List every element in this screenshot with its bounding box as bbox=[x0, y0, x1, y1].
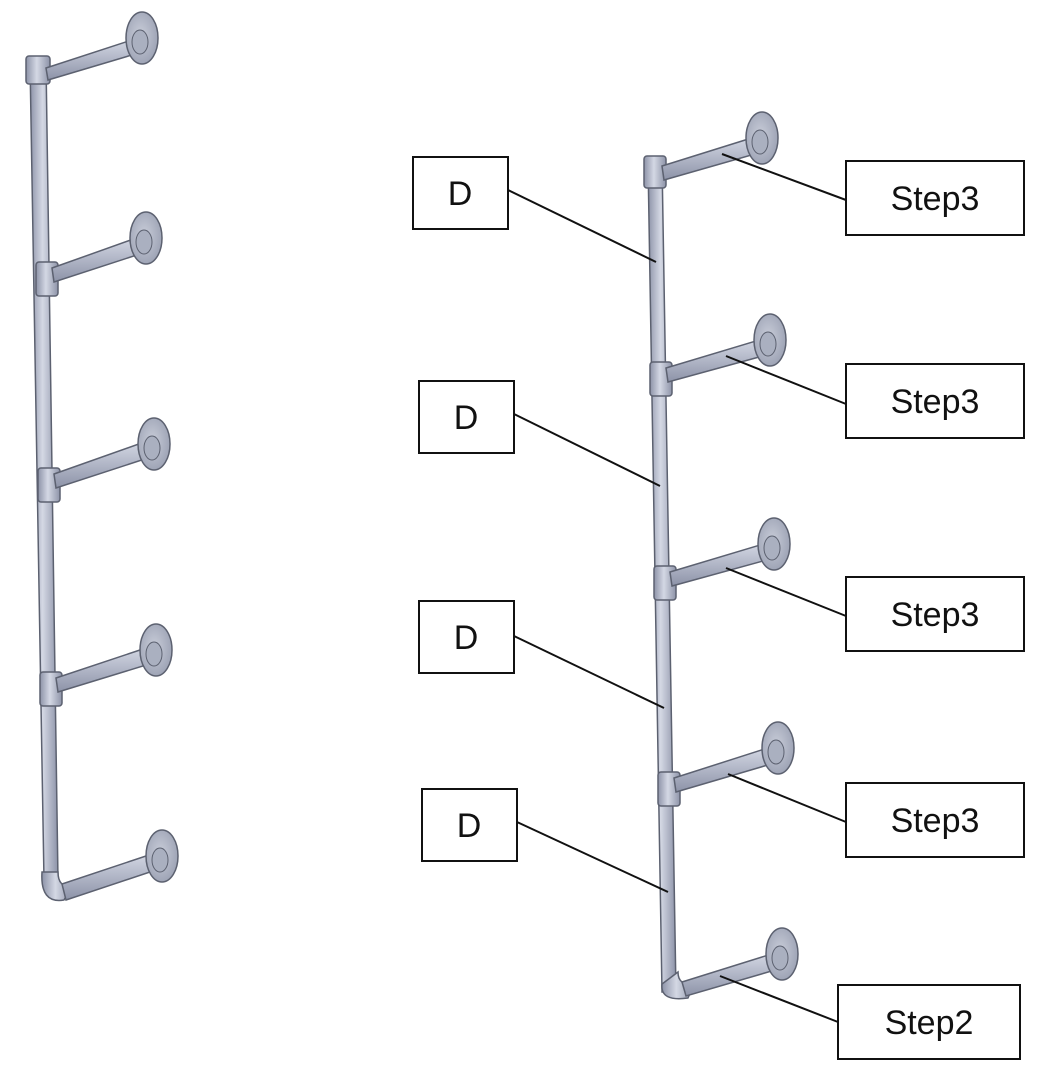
callout-label: Step3 bbox=[891, 383, 980, 421]
callout-label: Step2 bbox=[885, 1004, 974, 1042]
left-arm-1 bbox=[45, 11, 159, 81]
callout-d-1: D bbox=[412, 156, 657, 263]
callout-box bbox=[845, 782, 1025, 858]
callout-step-2: Step3 bbox=[725, 355, 1025, 439]
callout-box bbox=[412, 156, 509, 230]
callout-step-3: Step3 bbox=[725, 567, 1025, 652]
callout-step-5: Step2 bbox=[719, 975, 1021, 1060]
right-arm-3 bbox=[653, 517, 791, 601]
callout-box bbox=[418, 600, 515, 674]
callout-box bbox=[845, 576, 1025, 652]
callout-label: D bbox=[457, 807, 482, 845]
left-arm-3 bbox=[37, 417, 171, 503]
callout-d-4: D bbox=[421, 788, 669, 893]
right-arm-1 bbox=[661, 111, 779, 181]
callout-step-1: Step3 bbox=[721, 153, 1025, 236]
callout-label: D bbox=[454, 619, 479, 657]
callout-label: Step3 bbox=[891, 180, 980, 218]
callout-box bbox=[421, 788, 518, 862]
callout-d-3: D bbox=[418, 600, 665, 709]
left-arm-5 bbox=[41, 829, 179, 902]
right-arm-2 bbox=[649, 313, 787, 397]
callout-step-4: Step3 bbox=[727, 773, 1025, 858]
left-assembly bbox=[25, 11, 179, 902]
right-assembly bbox=[643, 111, 799, 1000]
callout-label: Step3 bbox=[891, 596, 980, 634]
callout-box bbox=[845, 160, 1025, 236]
callout-d-2: D bbox=[418, 380, 661, 487]
callout-box bbox=[845, 363, 1025, 439]
callout-box bbox=[837, 984, 1021, 1060]
callout-box bbox=[418, 380, 515, 454]
callout-label: D bbox=[454, 399, 479, 437]
right-arm-4 bbox=[657, 721, 795, 807]
left-arm-4 bbox=[39, 623, 173, 707]
callout-label: Step3 bbox=[891, 802, 980, 840]
right-arm-5 bbox=[661, 927, 799, 1000]
left-arm-2 bbox=[35, 211, 163, 297]
callout-label: D bbox=[448, 175, 473, 213]
